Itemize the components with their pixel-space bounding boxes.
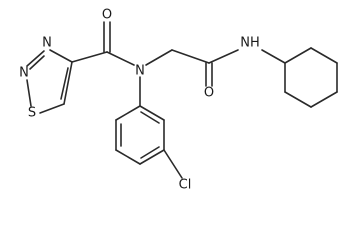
bond-ar6-ar1 <box>139 105 165 121</box>
bond-n3-ch2 <box>145 49 173 66</box>
bond-ar4-ar5-inner <box>140 146 160 159</box>
bond-c7-nh <box>208 49 239 64</box>
bond-ar5-cl <box>163 149 183 179</box>
amide-n-substituents <box>139 49 239 107</box>
bond-ar3-ar4 <box>115 149 141 165</box>
bond-cy5-cy6 <box>284 91 312 108</box>
atom-label-nh: NH <box>240 36 260 51</box>
carbonyl-1 <box>71 21 135 66</box>
molecule-structure: O N N S N O NH Cl <box>19 8 338 193</box>
bond-cy1-cy2 <box>284 47 312 64</box>
atom-label-o1: O <box>102 8 112 23</box>
bond-n1-n2 <box>26 50 45 67</box>
atom-label-cl: Cl <box>179 178 192 193</box>
atom-label-n3: N <box>135 64 145 79</box>
atom-label-s1: S <box>28 106 36 121</box>
atom-label-n1: N <box>42 36 52 51</box>
bond-n2-c4 <box>49 49 73 63</box>
atom-labels: O N N S N O NH Cl <box>19 8 260 193</box>
bond-cy4-cy5 <box>310 91 338 108</box>
atom-label-n2: N <box>19 66 29 81</box>
bond-c5-s1 <box>39 103 65 114</box>
thiadiazole-ring <box>26 49 73 114</box>
bond-c4-c5 <box>63 61 73 105</box>
bond-nh-cy1 <box>261 49 286 64</box>
cyclohexyl-ring <box>261 47 338 108</box>
bond-ch2-c7 <box>171 49 210 64</box>
bond-ar6-ar1-inner <box>140 111 160 124</box>
bond-s1-n1 <box>26 79 32 107</box>
bond-c4-c6 <box>71 51 108 63</box>
bond-n2-n2-double <box>29 55 45 70</box>
bond-cy2-cy3 <box>310 47 338 64</box>
bond-ar4-ar5 <box>139 149 165 165</box>
bond-c4-c5-double <box>60 67 69 100</box>
atom-label-o2: O <box>204 86 214 101</box>
bond-c6-n3 <box>106 51 135 66</box>
chlorophenyl-ring <box>115 105 183 179</box>
bond-ar1-ar2 <box>115 105 141 121</box>
